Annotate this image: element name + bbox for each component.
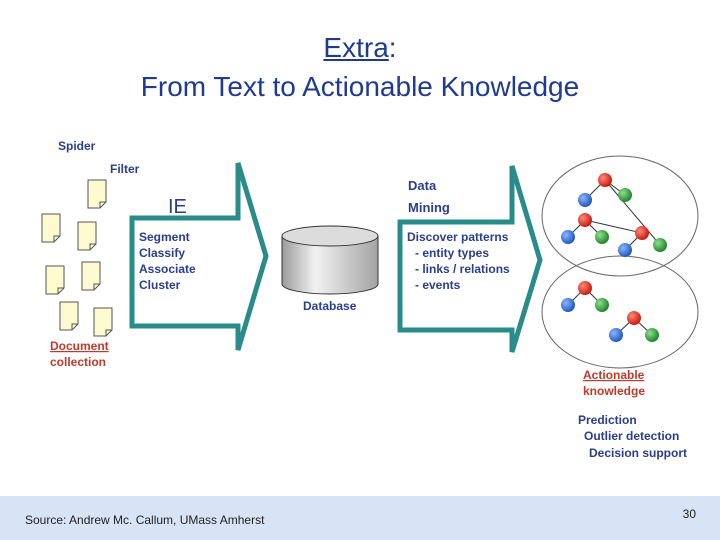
outcome-decision-support: Decision support — [589, 446, 687, 460]
document-collection-label-2: collection — [50, 355, 106, 369]
document-icon — [87, 179, 107, 209]
extra-link[interactable]: Extra — [323, 32, 389, 63]
graph-node-blue — [609, 328, 623, 342]
graph-node-red — [578, 281, 592, 295]
spider-label: Spider — [58, 139, 96, 153]
document-icon — [77, 221, 97, 251]
graph-node-blue — [578, 193, 592, 207]
graph-node-blue — [561, 230, 575, 244]
text-to-knowledge-diagram: Spider Filter Document collection IE Seg… — [41, 139, 699, 460]
ie-step: Classify — [139, 246, 185, 260]
graph-node-green — [645, 328, 659, 342]
graph-nodes — [561, 173, 667, 342]
knowledge-ellipse-bottom — [541, 255, 699, 369]
document-icon — [59, 301, 79, 331]
graph-node-green — [595, 298, 609, 312]
document-fold-marks — [53, 201, 112, 336]
data-mining-items: - entity types - links / relations - eve… — [415, 246, 510, 292]
graph-node-blue — [618, 243, 632, 257]
data-mining-label-2: Mining — [408, 200, 450, 215]
ie-arrow — [129, 162, 269, 351]
ie-step: Cluster — [139, 278, 181, 292]
source-credit: Source: Andrew Mc. Callum, UMass Amherst — [25, 513, 265, 527]
actionable-knowledge-label-1: Actionable — [583, 368, 645, 382]
slide-title-line1: Extra: — [0, 31, 720, 65]
data-mining-arrow — [397, 165, 543, 353]
database-icon — [281, 225, 379, 295]
graph-node-red — [635, 226, 649, 240]
graph-node-red — [578, 213, 592, 227]
knowledge-ellipse-top — [541, 155, 699, 277]
footer-bar: Source: Andrew Mc. Callum, UMass Amherst… — [0, 496, 720, 540]
ie-step: Segment — [139, 230, 190, 244]
data-mining-item: - events — [415, 278, 461, 292]
document-icon — [81, 261, 101, 291]
document-icon — [93, 307, 113, 337]
filter-label: Filter — [110, 162, 140, 176]
ie-steps: Segment Classify Associate Cluster — [139, 230, 196, 292]
actionable-knowledge-label-2: knowledge — [583, 384, 645, 398]
outcome-outlier-detection: Outlier detection — [584, 429, 679, 443]
ie-step: Associate — [139, 262, 196, 276]
outcome-prediction: Prediction — [578, 413, 637, 427]
document-collection-label-1: Document — [50, 339, 109, 353]
document-icon — [41, 213, 61, 243]
graph-node-green — [618, 188, 632, 202]
document-icon — [45, 265, 65, 295]
graph-node-red — [627, 311, 641, 325]
page-number: 30 — [682, 507, 696, 521]
document-icons — [41, 179, 113, 337]
slide-title-line2: From Text to Actionable Knowledge — [140, 71, 580, 102]
discover-patterns-label: Discover patterns — [407, 230, 509, 244]
database-label: Database — [303, 299, 357, 313]
graph-node-green — [595, 230, 609, 244]
title-colon: : — [388, 32, 397, 63]
data-mining-item: - entity types — [415, 246, 489, 260]
data-mining-item: - links / relations — [415, 262, 510, 276]
outcomes: Prediction Outlier detection Decision su… — [578, 413, 687, 460]
data-mining-label-1: Data — [408, 178, 437, 193]
graph-node-red — [598, 173, 612, 187]
graph-node-green — [653, 238, 667, 252]
ie-label: IE — [168, 196, 187, 218]
graph-node-blue — [561, 298, 575, 312]
